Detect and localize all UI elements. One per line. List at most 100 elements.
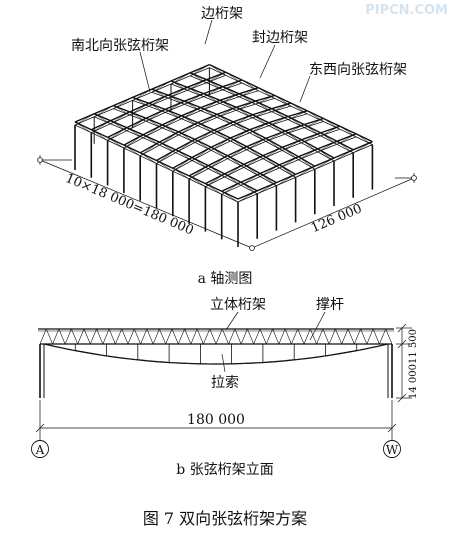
roof-web xyxy=(172,157,193,172)
roof-chord-ew xyxy=(113,100,133,109)
roof-chord-ew xyxy=(255,98,275,105)
roof-chord-ns xyxy=(164,108,182,117)
cable xyxy=(347,350,354,353)
roof-web xyxy=(175,139,196,153)
roof-chord-ew xyxy=(159,134,179,146)
truss-diagonal xyxy=(77,328,85,345)
roof-chord-ew xyxy=(249,125,269,134)
cable xyxy=(49,344,56,348)
roof-chord-ns xyxy=(205,186,222,195)
roof-chord-ew xyxy=(213,124,234,134)
roof-chord-ns xyxy=(151,88,169,96)
truss-diagonal xyxy=(316,328,324,345)
truss-diagonal xyxy=(228,328,236,345)
roof-chord-ew xyxy=(145,108,166,119)
roof-web xyxy=(249,122,269,134)
truss-diagonal xyxy=(127,328,135,345)
roof-chord-ew xyxy=(156,149,177,162)
axis-marker-right xyxy=(383,440,401,458)
truss-diagonal xyxy=(203,328,210,345)
roof-chord-ns xyxy=(268,122,286,132)
roof-chord-ns xyxy=(219,102,237,111)
roof-grid xyxy=(74,63,374,247)
label-edge-truss: 边桁架 xyxy=(201,6,243,22)
cable xyxy=(273,360,280,363)
roof-chord-ns xyxy=(184,100,201,109)
roof-chord-ew xyxy=(74,113,95,123)
roof-chord-ns xyxy=(156,163,173,172)
roof-chord-ew xyxy=(259,164,280,175)
truss-diagonal xyxy=(259,328,267,345)
roof-chord-ew xyxy=(295,168,315,178)
roof-chord-ew xyxy=(175,138,196,151)
roof-web xyxy=(156,149,176,164)
roof-web xyxy=(298,148,318,160)
roof-web xyxy=(132,88,152,101)
caption-a: a 轴测图 xyxy=(198,271,253,287)
roof-chord-ew xyxy=(181,106,201,117)
figure-caption: 图 7 双向张弦桁架方案 xyxy=(143,509,307,528)
cable xyxy=(301,357,308,360)
truss-diagonal xyxy=(46,328,53,345)
cable xyxy=(290,358,297,361)
cable xyxy=(370,345,377,349)
truss-diagonal xyxy=(52,328,60,345)
cable xyxy=(341,351,349,354)
roof-chord-ns xyxy=(241,79,259,89)
roof-web xyxy=(227,146,247,159)
truss-diagonal xyxy=(284,328,292,345)
truss-diagonal xyxy=(379,328,386,345)
roof-chord-ew xyxy=(194,129,215,141)
roof-chord-ew xyxy=(205,173,225,185)
roof-chord-ew xyxy=(187,79,207,88)
truss-diagonal xyxy=(196,328,204,345)
roof-web xyxy=(255,95,275,105)
roof-chord-ns xyxy=(113,108,130,116)
truss-diagonal xyxy=(240,328,248,345)
roof-chord-ew xyxy=(123,134,144,146)
roof-chord-ew xyxy=(208,158,228,169)
roof-web xyxy=(181,107,201,120)
roof-chord-ew xyxy=(279,159,299,169)
cable xyxy=(89,352,96,355)
roof-web xyxy=(314,157,335,170)
roof-chord-ew xyxy=(317,143,338,153)
roof-web xyxy=(237,190,258,203)
roof-chord-ew xyxy=(314,157,335,167)
roof-chord-ns xyxy=(209,63,226,73)
roof-web xyxy=(170,72,191,85)
watermark-text: PIPCN.COM xyxy=(365,3,448,18)
cable xyxy=(43,343,50,346)
cable xyxy=(296,358,303,361)
roof-chord-ns xyxy=(235,106,253,116)
roof-web xyxy=(159,131,179,146)
truss-diagonal xyxy=(278,328,286,345)
roof-chord-ew xyxy=(170,75,191,85)
roof-chord-ns xyxy=(241,82,259,92)
roof-chord-ew xyxy=(172,160,193,172)
panel-a-dimensions xyxy=(39,155,415,249)
roof-web xyxy=(191,147,212,161)
truss-diagonal xyxy=(209,328,217,345)
roof-chord-ew xyxy=(190,67,210,77)
roof-web xyxy=(203,86,223,97)
roof-chord-ew xyxy=(162,118,182,129)
roof-chord-ew xyxy=(240,176,261,186)
truss-diagonal xyxy=(297,328,305,345)
roof-web xyxy=(140,141,160,157)
cable xyxy=(330,353,337,356)
cable xyxy=(135,358,142,361)
roof-chord-ew xyxy=(151,83,172,93)
roof-chord-ew xyxy=(221,181,242,192)
elevation-truss xyxy=(38,328,394,398)
roof-web xyxy=(200,100,221,111)
truss-diagonal xyxy=(134,328,141,345)
roof-web xyxy=(178,122,198,136)
truss-diagonal xyxy=(146,328,154,345)
roof-chord-ns xyxy=(162,124,179,133)
roof-chord-ew xyxy=(194,132,215,143)
truss-diagonal xyxy=(39,328,47,345)
cable xyxy=(66,348,73,351)
roof-chord-ew xyxy=(268,119,289,127)
